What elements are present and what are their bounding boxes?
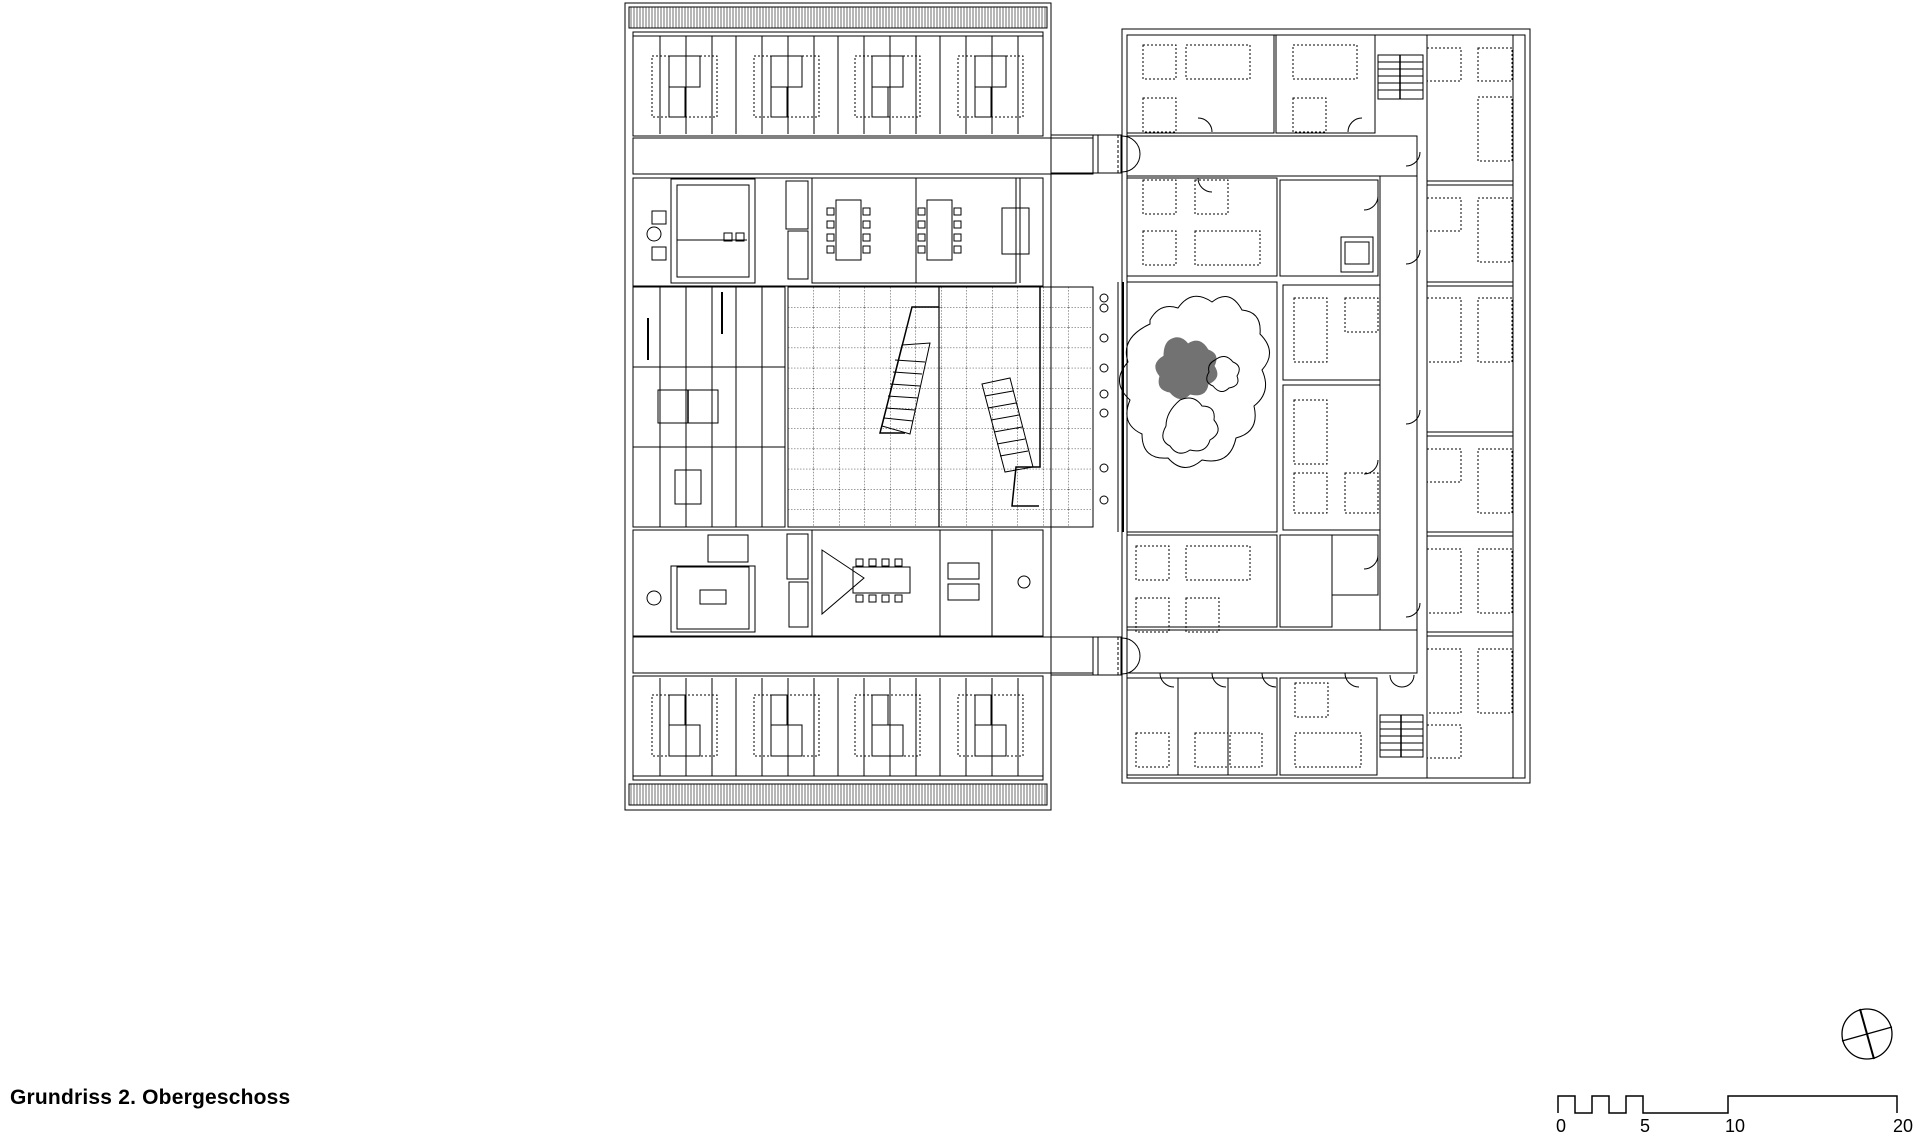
scale-label-5: 5 [1640, 1116, 1651, 1136]
utility-room [1280, 180, 1378, 276]
conference-chairs-north [827, 208, 961, 253]
east-office-dividers [1427, 35, 1513, 778]
lift-ne [1341, 237, 1373, 272]
lift-south [708, 535, 748, 562]
atrium-stair-2 [981, 377, 1034, 473]
north-terrace-hatch [629, 7, 1047, 28]
drawing-title: Grundriss 2. Obergeschoss [10, 1086, 291, 1109]
ring-corridor [1127, 136, 1417, 176]
conference-room-4 [940, 530, 992, 636]
south-terrace-hatch [629, 784, 1047, 805]
office-nw-2 [1276, 35, 1375, 133]
office-sw-1 [1127, 535, 1277, 627]
office-w-1 [1127, 178, 1277, 276]
courtyard-tree [1119, 296, 1269, 467]
right-wing [1100, 29, 1530, 783]
south-desks [669, 695, 1006, 756]
conference-room-3 [812, 530, 940, 636]
scale-bar-icon [1558, 1096, 1897, 1113]
north-desks [669, 56, 1006, 117]
scale-label-10: 10 [1725, 1116, 1746, 1136]
north-office-bays [660, 36, 1018, 134]
scale-label-20: 20 [1893, 1116, 1914, 1136]
courtyard-facade-posts [1100, 282, 1123, 532]
projection-screen [821, 549, 865, 616]
toilets-se [1280, 535, 1332, 627]
stair-ne-treads [1378, 55, 1423, 99]
kitchen-north [786, 181, 808, 229]
south-office-bays [660, 678, 1018, 776]
office-s-4 [1280, 678, 1377, 775]
lounge-sofa-north [1002, 208, 1029, 254]
scale-label-0: 0 [1556, 1116, 1567, 1136]
door-swings [1160, 118, 1420, 687]
lounge-south [992, 530, 1043, 636]
left-wing [625, 3, 1093, 810]
atrium [788, 287, 1093, 527]
lounge-table-north [647, 227, 661, 241]
connector-bridges [1051, 135, 1140, 675]
conference-room-2 [916, 178, 1016, 283]
utility-se [1332, 535, 1378, 595]
office-s-3 [1228, 678, 1277, 775]
north-arrow-icon [1842, 1009, 1892, 1059]
office-nw-1 [1127, 35, 1274, 133]
office-e-2 [1283, 385, 1380, 530]
office-s-2 [1178, 678, 1228, 775]
conference-room-1 [812, 178, 916, 283]
courtyard [1127, 282, 1277, 532]
kitchen-south [787, 534, 808, 579]
office-desks-nw [1143, 45, 1357, 132]
toilet-block-north [671, 179, 755, 283]
conference-chairs-south [856, 559, 902, 602]
office-s-1 [1127, 678, 1178, 775]
atrium-stair-1 [881, 342, 931, 435]
office-e-1 [1283, 285, 1380, 380]
stair-core-south [671, 566, 755, 632]
west-workspace-cells [633, 287, 785, 527]
